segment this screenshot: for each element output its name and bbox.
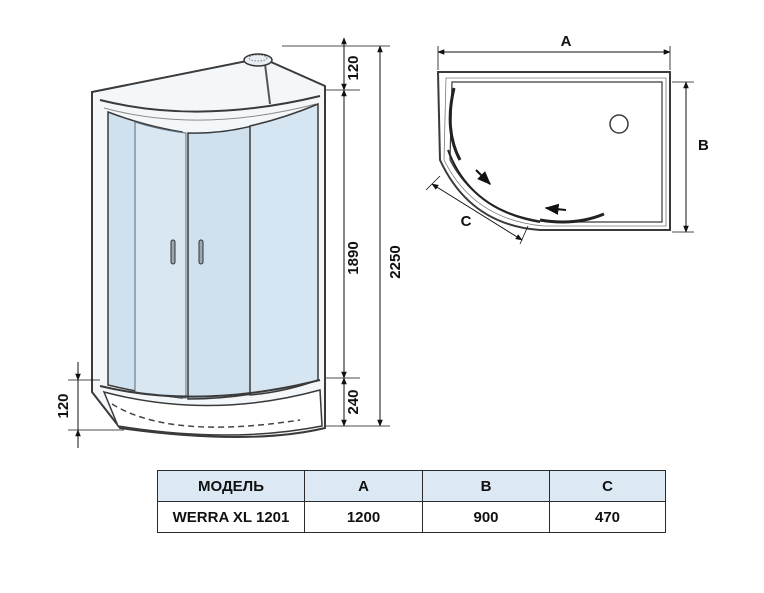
dim-b: B bbox=[698, 137, 709, 154]
bottom-rim bbox=[99, 379, 321, 398]
spec-table: МОДЕЛЬ A B C WERRA XL 1201 1200 900 470 bbox=[157, 470, 666, 533]
header-c: C bbox=[549, 470, 666, 502]
door-handle-left bbox=[170, 239, 176, 265]
glass-panel-right bbox=[249, 102, 319, 396]
dim-top-gap: 120 bbox=[345, 55, 362, 80]
cell-c: 470 bbox=[549, 501, 666, 533]
cell-a: 1200 bbox=[304, 501, 423, 533]
dim-c: C bbox=[461, 213, 472, 230]
dim-total-height: 2250 bbox=[387, 245, 404, 278]
cell-model: WERRA XL 1201 bbox=[157, 501, 305, 533]
glass-panel-center-left bbox=[134, 121, 187, 399]
dim-tray-height: 240 bbox=[345, 389, 362, 414]
plan-view bbox=[436, 71, 671, 231]
door-handle-right bbox=[198, 239, 204, 265]
dim-glass-height: 1890 bbox=[345, 241, 362, 274]
header-a: A bbox=[304, 470, 423, 502]
door-track bbox=[448, 87, 462, 161]
glass-panel-center-right bbox=[187, 125, 253, 400]
table-row: WERRA XL 1201 1200 900 470 bbox=[157, 501, 666, 533]
cell-b: 900 bbox=[422, 501, 550, 533]
dim-a: A bbox=[561, 33, 572, 50]
header-model: МОДЕЛЬ bbox=[157, 470, 305, 502]
slide-arrow-bottom bbox=[544, 203, 567, 215]
dim-leg-height: 120 bbox=[55, 393, 72, 418]
plan-dimensions: A B C bbox=[425, 33, 709, 245]
tray-hidden-edge bbox=[111, 403, 301, 428]
slide-arrow-left bbox=[475, 169, 491, 185]
header-b: B bbox=[422, 470, 550, 502]
top-rim bbox=[99, 95, 321, 113]
shower-head bbox=[243, 53, 273, 67]
shower-pipe bbox=[264, 63, 271, 105]
tray-front bbox=[102, 389, 323, 436]
front-view bbox=[91, 53, 326, 438]
spec-table-header: МОДЕЛЬ A B C bbox=[157, 470, 666, 502]
front-dimensions: 120 1890 240 2250 120 bbox=[55, 37, 404, 448]
drain bbox=[609, 114, 629, 134]
shower-cabin-drawing: 120 1890 240 2250 120 A bbox=[55, 33, 709, 448]
